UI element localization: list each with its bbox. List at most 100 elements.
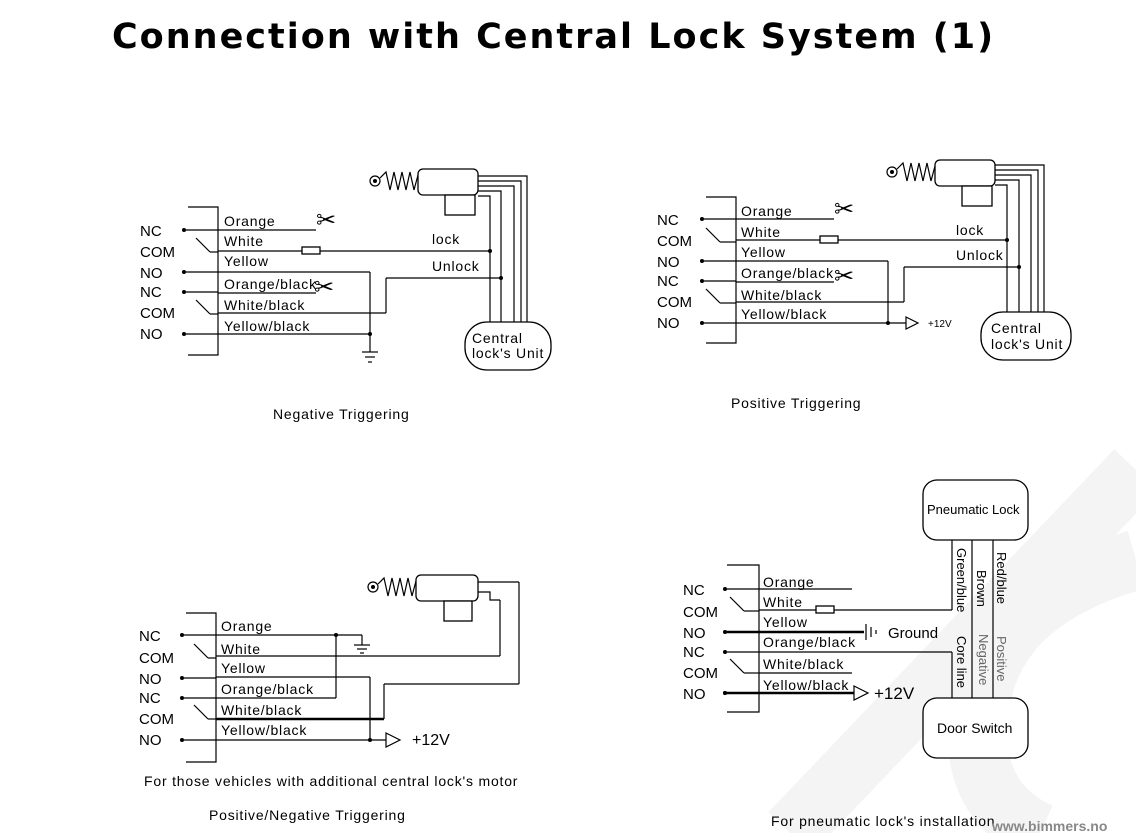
scissors-icon: ✂ [834, 263, 854, 290]
label-ground: Ground [888, 625, 938, 642]
pin-com: COM [657, 294, 692, 311]
label-unlock: Unlock [956, 247, 1004, 263]
pin-nc: NC [139, 628, 161, 645]
panel-additional-motor: NC COM NO NC COM NO Orange White Yellow … [139, 574, 520, 823]
scissors-icon: ✂ [314, 274, 334, 301]
connector-block [186, 612, 217, 763]
relay-switch-arm [729, 596, 745, 612]
wire-label-yellow-black: Yellow/black [741, 306, 827, 322]
contact-dot [182, 228, 186, 232]
pin-no: NO [657, 254, 680, 271]
label-plus-12v: +12V [928, 319, 952, 330]
harness-wire [995, 179, 1020, 312]
door-switch-label: Door Switch [937, 720, 1012, 736]
harness-wire [478, 185, 515, 322]
wire-label-orange: Orange [741, 203, 793, 219]
relay-switch-arm [705, 288, 721, 304]
fuse-icon [301, 246, 321, 255]
pin-com: COM [140, 244, 175, 261]
pneumatic-lock-box [922, 479, 1029, 541]
plus-12v-arrow-icon [853, 685, 870, 701]
junction-dot [368, 332, 372, 336]
label-plus-12v: +12V [412, 732, 450, 749]
pin-no: NO [139, 732, 162, 749]
pin-nc: NC [657, 273, 679, 290]
contact-dot [180, 738, 184, 742]
scissors-icon: ✂ [834, 196, 854, 223]
pin-com: COM [657, 233, 692, 250]
connector-block [188, 206, 219, 356]
contact-dot [700, 279, 704, 283]
label-lock: lock [432, 231, 460, 247]
wire-label-yellow: Yellow [224, 253, 269, 269]
wire-label-white: White [741, 224, 781, 240]
fuse-icon [819, 235, 839, 244]
actuator-motor-icon [367, 574, 479, 622]
central-unit-label: lock's Unit [472, 345, 544, 361]
panel-negative-triggering: NC COM NO NC COM NO Orange White Yellow … [140, 168, 552, 422]
wire-label-orange: Orange [763, 574, 815, 590]
panel-positive-triggering: NC COM NO NC COM NO Orange White Yellow … [657, 159, 1072, 411]
pin-nc: NC [140, 284, 162, 301]
harness-wire [478, 195, 491, 322]
relay-switch-arm [195, 299, 211, 315]
pin-no: NO [657, 315, 680, 332]
fuse-icon [815, 605, 835, 614]
plus-12v-arrow-icon [905, 316, 920, 330]
wire-label-orange: Orange [221, 618, 273, 634]
junction-dot [368, 738, 372, 742]
label-lock: lock [956, 222, 984, 238]
caption-additional-motor: For those vehicles with additional centr… [144, 773, 518, 789]
watermark-stroke [768, 449, 1136, 833]
wire-label-white: White [763, 594, 803, 610]
harness-wire [478, 190, 502, 322]
label-red-blue: Red/blue [994, 552, 1009, 604]
pin-nc: NC [139, 690, 161, 707]
central-lock-unit [464, 321, 552, 371]
harness-wire [995, 174, 1032, 312]
junction-dot [886, 321, 890, 325]
contact-dot [180, 696, 184, 700]
actuator-motor-icon [369, 168, 479, 216]
pin-no: NO [139, 671, 162, 688]
central-unit-label: Central [472, 330, 523, 346]
wire-label-white: White [221, 641, 261, 657]
relay-switch-arm [729, 658, 745, 674]
pin-com: COM [139, 711, 174, 728]
label-unlock: Unlock [432, 258, 480, 274]
label-positive: Positive [994, 636, 1009, 682]
contact-dot [700, 321, 704, 325]
harness-wire [478, 175, 528, 322]
pin-no: NO [683, 686, 706, 703]
contact-dot [180, 633, 184, 637]
relay-switch-arm [193, 704, 209, 720]
wire-label-orange-black: Orange/black [741, 265, 834, 281]
wire-label-orange-black: Orange/black [224, 276, 317, 292]
wire-label-orange-black: Orange/black [763, 634, 856, 650]
caption-negative-triggering: Negative Triggering [273, 406, 410, 422]
contact-dot [182, 290, 186, 294]
pneumatic-lock-label: Pneumatic Lock [927, 502, 1020, 517]
wire-label-white-black: White/black [224, 297, 305, 313]
wire-label-yellow: Yellow [763, 614, 808, 630]
connector-block [727, 564, 760, 713]
contact-dot [180, 676, 184, 680]
plus-12v-arrow-icon [385, 732, 402, 748]
ground-icon [362, 350, 378, 363]
wire-label-yellow: Yellow [741, 244, 786, 260]
caption-pneumatic-installation: For pneumatic lock's installation [771, 813, 995, 829]
scissors-icon: ✂ [316, 207, 336, 234]
harness-wire [995, 169, 1039, 312]
central-unit-label: Central [991, 320, 1042, 336]
watermark-text: www.bimmers.no [991, 818, 1107, 833]
pin-nc: NC [657, 212, 679, 229]
pin-nc: NC [140, 223, 162, 240]
contact-dot [182, 270, 186, 274]
label-green-blue: Green/blue [954, 548, 969, 612]
contact-dot [723, 650, 727, 654]
wire-label-orange: Orange [224, 213, 276, 229]
contact-dot [182, 332, 186, 336]
contact-dot [700, 217, 704, 221]
caption-positive-triggering: Positive Triggering [731, 395, 861, 411]
label-negative: Negative [976, 634, 991, 685]
